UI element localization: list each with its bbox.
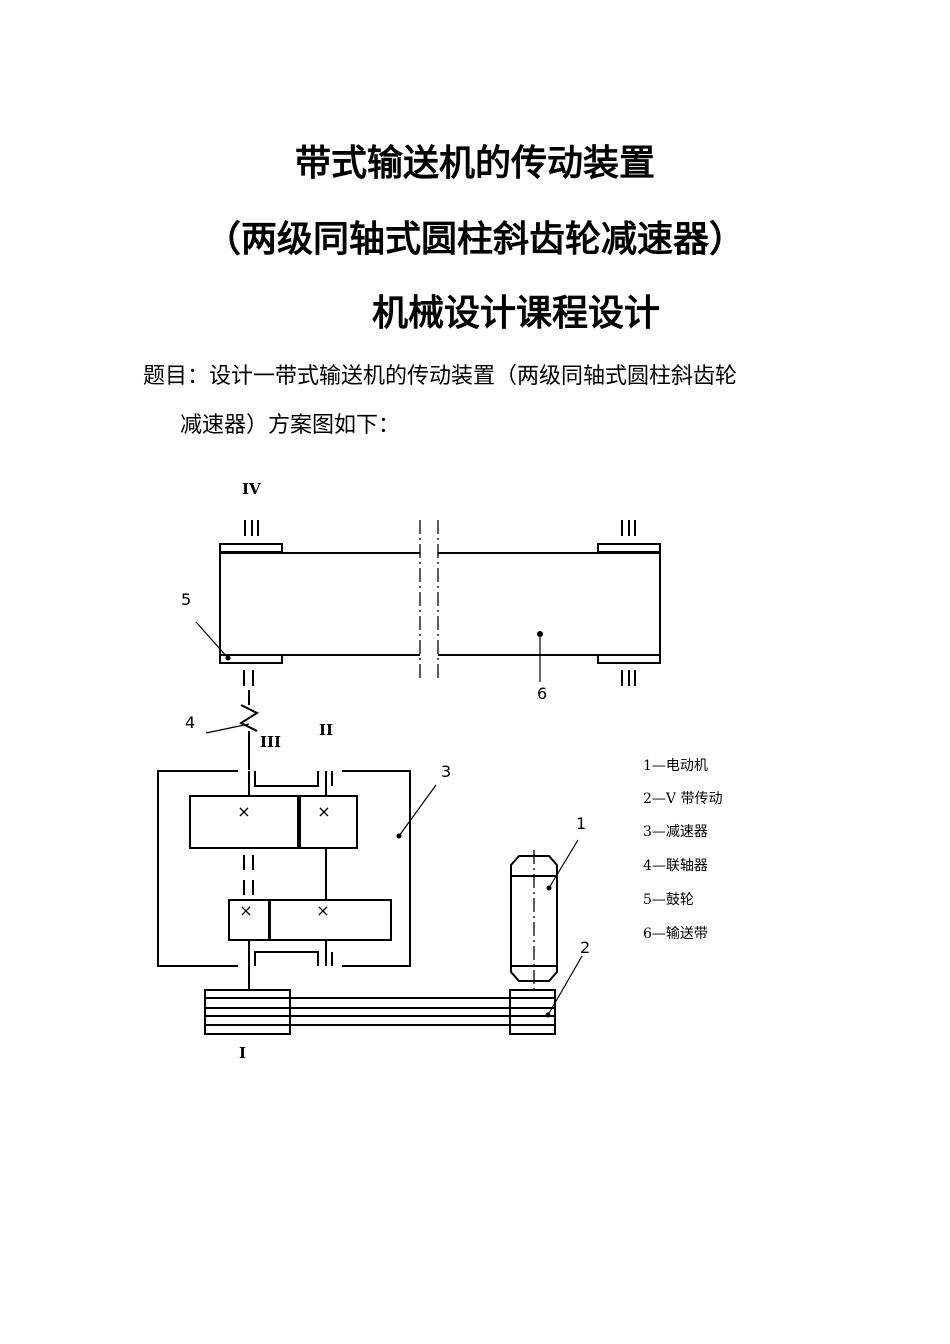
gear-mark-1: × [237,802,250,821]
part-number-1: 1 [576,814,586,833]
legend: 1—电动机 2—V 带传动 3—减速器 4—联轴器 5—鼓轮 6—输送带 [643,758,722,942]
legend-item-drum: 5—鼓轮 [643,892,694,908]
part-number-3: 3 [441,762,451,781]
part-number-2: 2 [580,938,590,957]
part-number-6: 6 [537,684,547,703]
gear-mark-2: × [317,802,330,821]
shaft-label-ii: II [319,721,333,739]
part-number-4: 4 [185,713,195,732]
title-line-1: 带式输送机的传动装置 [294,143,655,184]
reducer-housing [157,770,411,990]
shaft-label-i: I [239,1044,246,1062]
legend-item-v-belt: 2—V 带传动 [643,791,722,807]
electric-motor [510,850,558,990]
title-line-3: 机械设计课程设计 [372,293,661,334]
gear-mark-4: × [316,901,329,920]
legend-item-reducer: 3—减速器 [643,824,708,840]
output-shaft [238,670,260,770]
v-belt-drive [204,989,556,1035]
legend-item-coupling: 4—联轴器 [643,858,708,874]
legend-item-conveyor-belt: 6—输送带 [643,926,708,942]
shaft-label-iv: IV [242,480,261,498]
part-number-5: 5 [181,590,191,609]
shaft-label-iii: III [260,733,281,751]
task-paragraph-line-2: 减速器）方案图如下： [180,413,401,438]
leader-lines [195,621,583,1018]
task-paragraph-line-1: 题目：设计一带式输送机的传动装置（两级同轴式圆柱斜齿轮 [143,364,738,389]
title-line-2: （两级同轴式圆柱斜齿轮减速器） [204,219,745,260]
gear-mark-3: × [239,901,252,920]
legend-item-motor: 1—电动机 [643,758,708,774]
conveyor-belt-assembly [219,520,661,686]
